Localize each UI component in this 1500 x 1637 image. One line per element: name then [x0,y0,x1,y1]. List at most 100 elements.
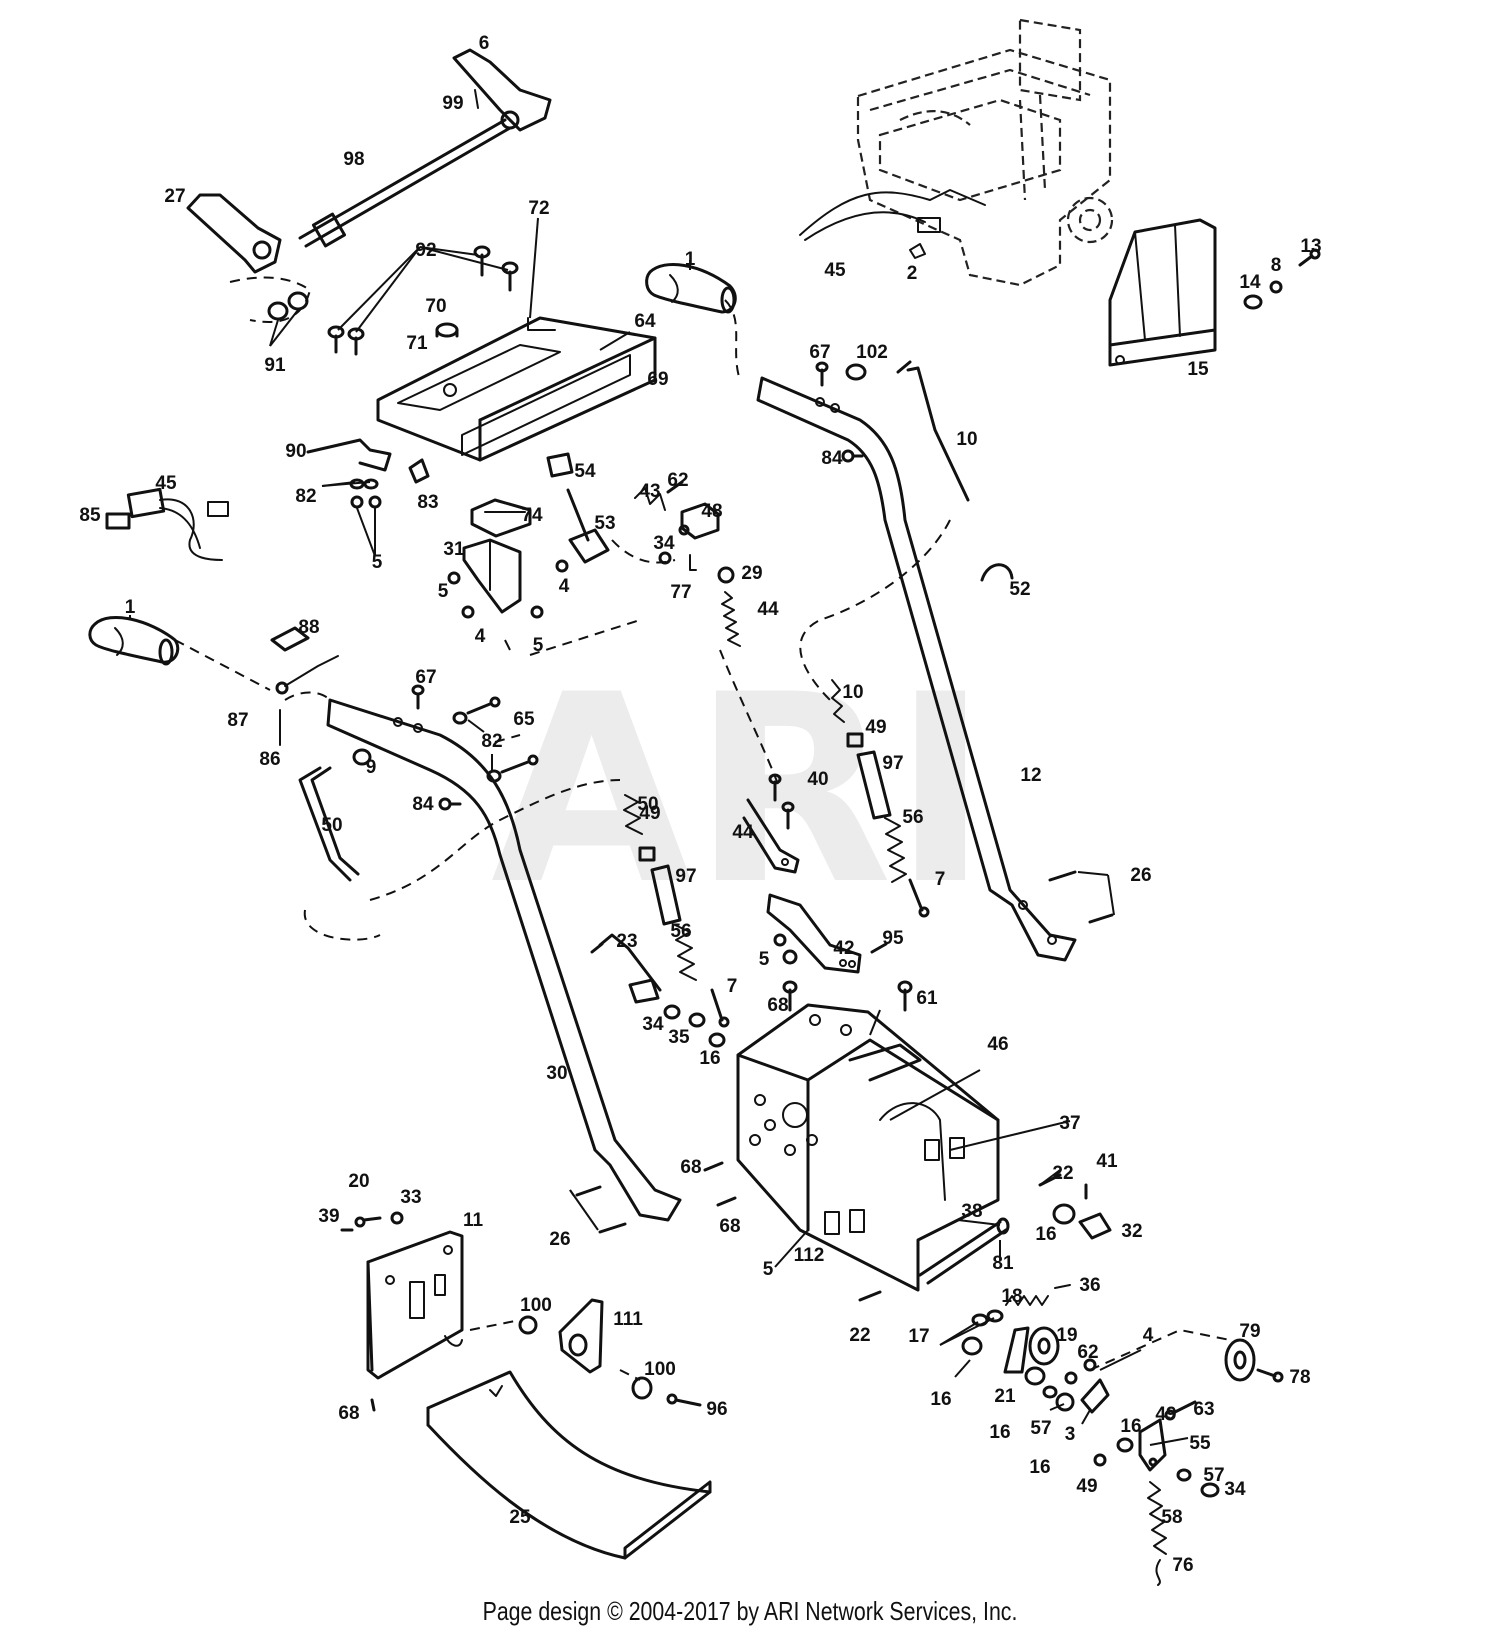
callout-label: 1 [125,597,136,618]
watermark: ARI [491,640,989,942]
callout-label: 99 [442,93,463,114]
callout-label: 16 [1120,1416,1141,1437]
callout-label: 41 [1096,1151,1118,1172]
part-83 [408,458,430,484]
spring-43 [634,487,666,511]
callout-label: 16 [1035,1224,1056,1245]
bracket-31 [462,538,522,614]
callout-label: 11 [463,1210,484,1231]
pin-77 [689,554,697,571]
callout-label: 91 [264,355,286,376]
rod-23 [590,933,662,1004]
callout-label: 49 [865,717,886,738]
pin-7-left [710,988,730,1028]
callout-label: 34 [1224,1479,1246,1500]
bracket-74 [470,498,532,538]
belt-cover [1108,218,1217,367]
callout-label: 14 [1239,272,1261,293]
callout-label: 56 [902,807,923,828]
bolts-65-82 [452,696,539,783]
callout-label: 43 [639,481,660,502]
callout-label: 84 [412,794,434,815]
bracket-3 [1080,1378,1110,1414]
callout-label: 45 [824,260,846,281]
callout-label: 70 [425,296,446,317]
callout-label: 45 [155,473,177,494]
bushing-100-top [518,1315,538,1335]
callout-label: 82 [481,731,502,752]
nuts-5-4 [447,559,569,619]
callout-label: 68 [338,1403,359,1424]
callout-label: 16 [699,1048,720,1069]
callout-label: 74 [521,505,543,526]
callout-label: 34 [653,533,675,554]
callout-label: 7 [935,869,946,890]
bracket-111 [558,1298,604,1374]
bolt-84-left [438,797,462,811]
callout-label: 42 [833,938,854,959]
nut-49-right [846,732,864,748]
callout-label: 39 [318,1206,339,1227]
spring-58 [1147,1481,1167,1586]
arm-21 [961,1326,1030,1374]
callout-label: 100 [520,1295,552,1316]
callout-label: 15 [1187,359,1209,380]
callout-label: 111 [613,1309,643,1330]
callout-label: 49 [1076,1476,1097,1497]
callout-label: 10 [842,682,863,703]
callout-label: 40 [807,769,828,790]
sleeve-97-right [856,750,892,820]
block-48 [678,502,720,540]
nut-49-left [638,846,656,862]
knob-102 [845,363,867,381]
handle-left [326,698,682,1222]
spring-44-upper [721,591,741,647]
callout-label: 68 [767,995,788,1016]
callout-label: 5 [759,949,770,970]
callout-label: 33 [400,1187,421,1208]
lever-55 [1138,1418,1167,1472]
callout-label: 83 [417,492,438,513]
cover-hardware [1243,248,1321,310]
knob-70 [435,322,459,338]
callout-label: 84 [821,448,843,469]
callout-label: 76 [1172,1555,1193,1576]
callout-label: 54 [574,461,596,482]
bolt-63 [1164,1400,1197,1421]
callout-label: 65 [513,709,535,730]
shaft-81 [918,1217,1010,1285]
callout-label: 86 [259,749,280,770]
callout-label: 67 [809,342,830,363]
callout-label: 5 [372,552,383,573]
bolt-62-top [666,480,684,494]
callout-label: 55 [1189,1433,1211,1454]
callout-label: 23 [616,931,637,952]
callout-label: 2 [907,263,918,284]
callout-label: 77 [670,582,691,603]
callout-label: 87 [227,710,248,731]
callout-label: 68 [719,1216,740,1237]
callout-label: 32 [1121,1221,1142,1242]
clip-90 [306,438,392,472]
shift-rod [298,89,512,248]
callout-label: 102 [856,342,888,363]
callout-label: 98 [343,149,364,170]
callout-label: 1 [685,249,696,270]
callout-label: 4 [559,576,570,597]
washers-34-35-16 [663,1004,726,1048]
callout-label: 72 [528,198,549,219]
callout-label: 61 [916,988,938,1009]
callout-label: 29 [741,563,762,584]
callout-label: 50 [637,794,658,815]
callout-label: 5 [438,581,449,602]
pin-95 [870,942,888,954]
knob-54 [546,452,574,478]
callout-label: 5 [763,1259,774,1280]
callout-label: 36 [1079,1275,1100,1296]
clip-52 [980,563,1014,582]
callout-label: 7 [727,976,738,997]
bushings-91 [267,291,309,321]
callout-label: 69 [647,369,668,390]
callout-label: 20 [348,1171,369,1192]
